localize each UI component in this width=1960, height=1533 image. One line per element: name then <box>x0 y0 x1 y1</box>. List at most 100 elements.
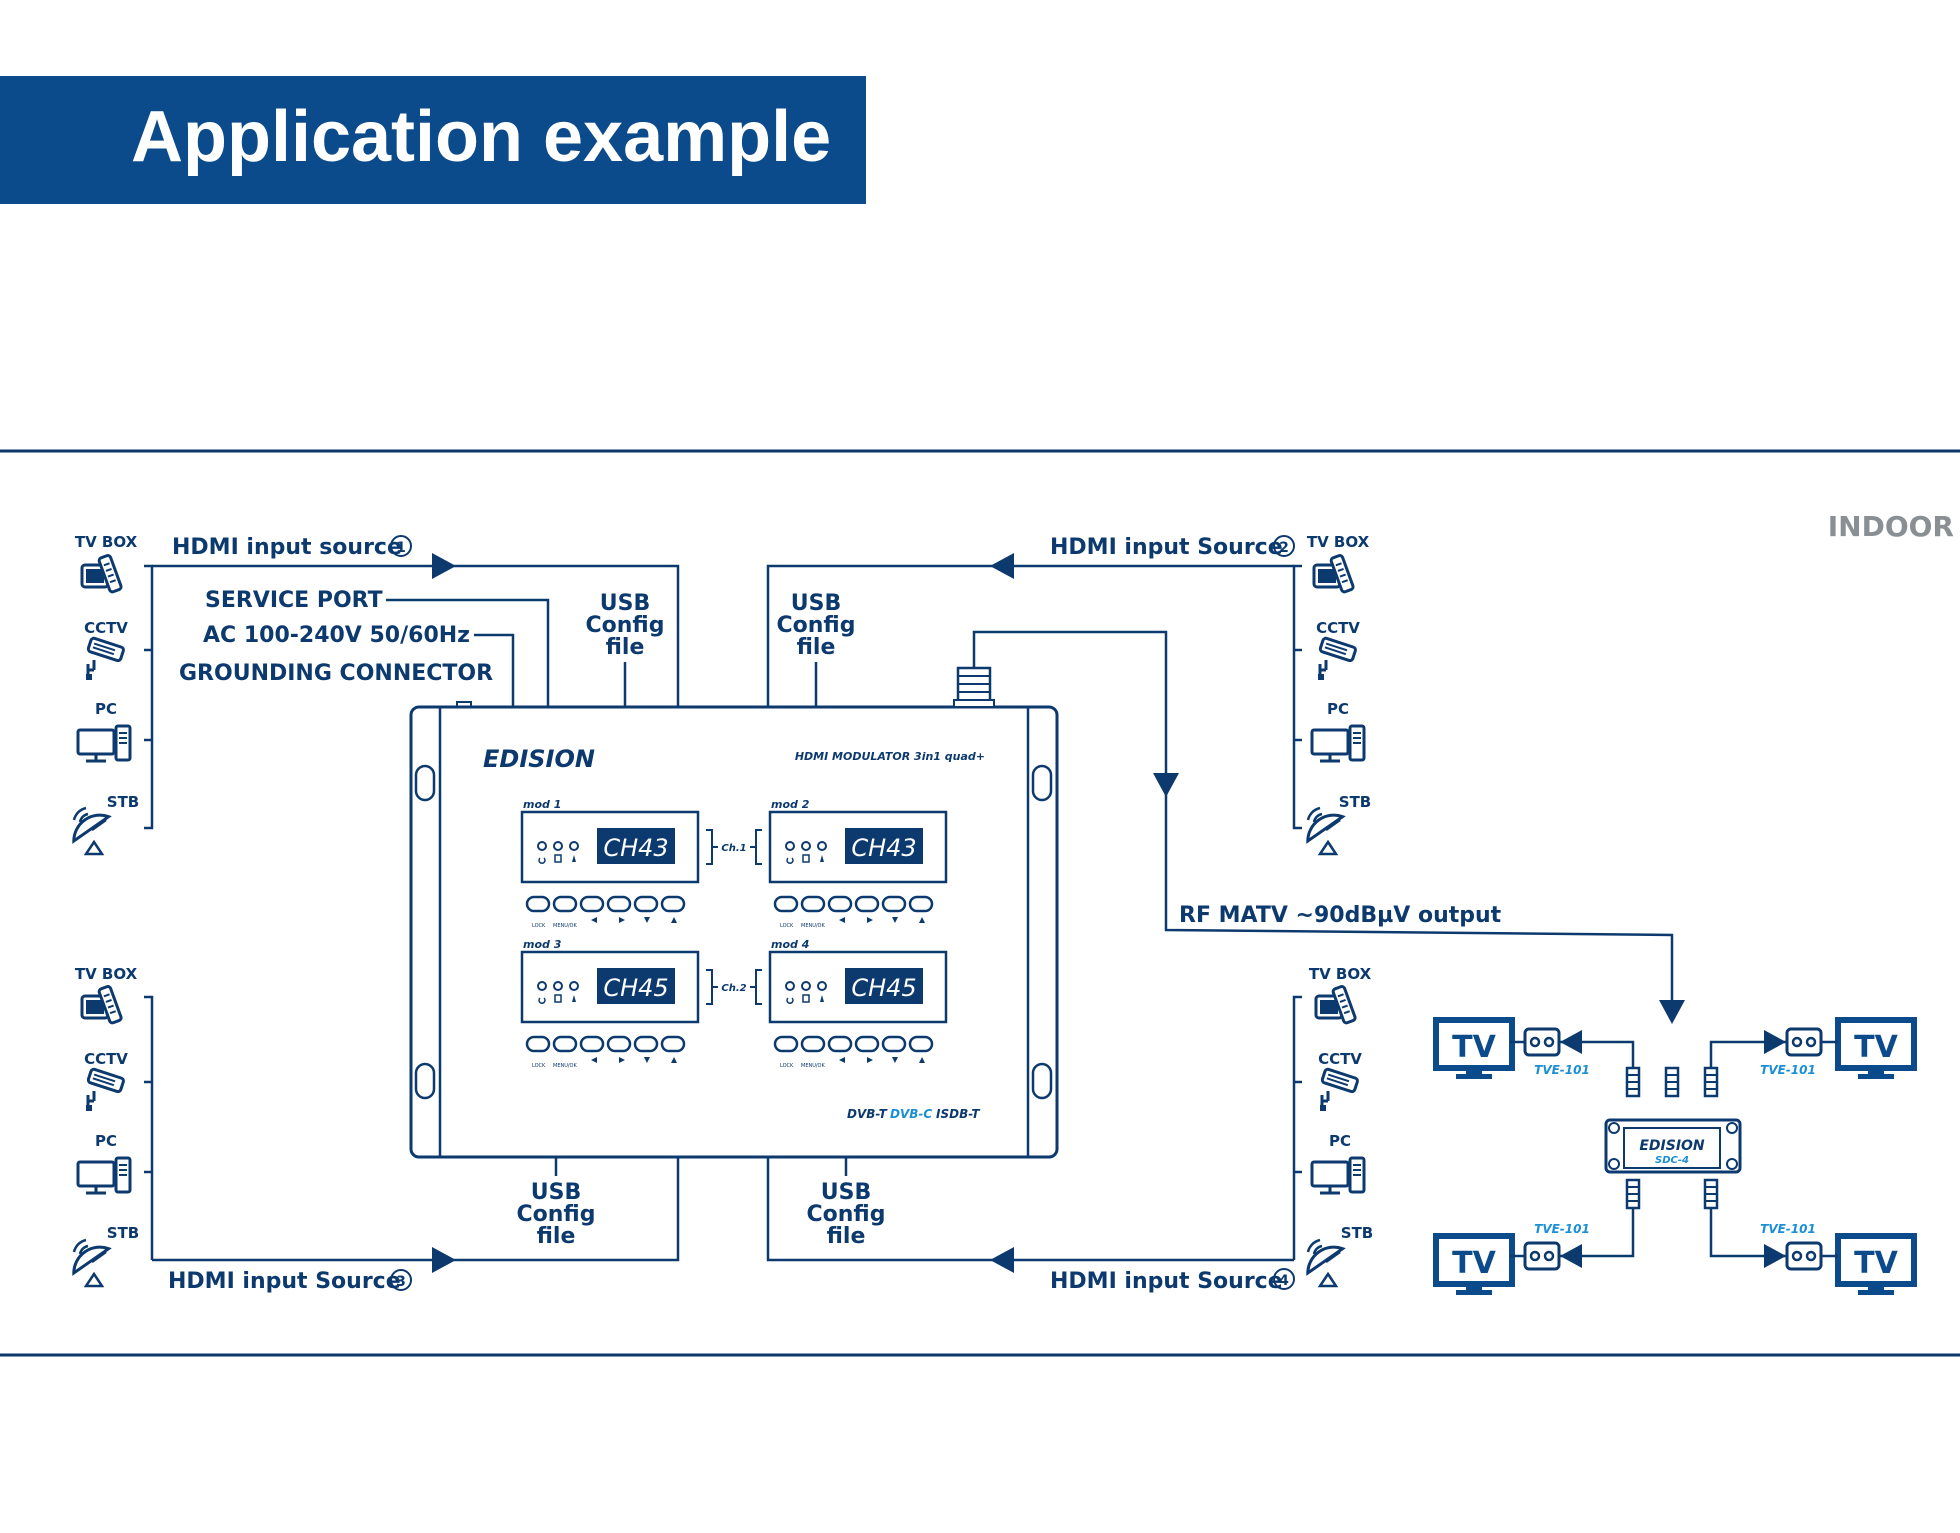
pc-label: PC <box>1329 1132 1351 1150</box>
page-title: Application example <box>131 97 832 177</box>
arrow-source-1 <box>432 553 456 579</box>
btn-menu-label: MENU/OK <box>553 923 577 929</box>
usb-label-line1: USB <box>531 1180 581 1205</box>
isdbt-logo: ISDB-T <box>936 1107 980 1121</box>
tv-outlet-top-left: TV TVE-101 <box>1436 1020 1600 1079</box>
tvbox-label: TV BOX <box>1309 965 1372 983</box>
source-4-badge <box>1273 1268 1295 1290</box>
indoor-label: INDOOR <box>1828 510 1954 543</box>
tv-outlet-bottom-left: TV TVE-101 <box>1436 1222 1600 1295</box>
device-group-source-1: TV BOX CCTV PC STB <box>71 533 154 856</box>
rf-arrow-down <box>1153 773 1179 797</box>
dvbt-logo: DVB-T <box>847 1107 888 1121</box>
cctv-label: CCTV <box>1318 1050 1362 1068</box>
tvbox-icon <box>80 553 124 595</box>
rf-connector <box>956 666 992 706</box>
arrow-to-tv <box>1560 1030 1582 1054</box>
mod-4-label: mod 4 <box>771 938 809 951</box>
ch2-label: Ch.2 <box>721 983 746 994</box>
title-banner: Application example <box>0 76 866 204</box>
cctv-icon <box>84 636 126 682</box>
stb-icon <box>71 1238 111 1288</box>
splitter-brand: EDISION <box>1639 1138 1705 1154</box>
outlet-label: TVE-101 <box>1534 1222 1590 1236</box>
usb-label-line1: USB <box>821 1180 871 1205</box>
mod-3-display <box>597 968 675 1004</box>
mod-1-display <box>597 828 675 864</box>
tvbox-label: TV BOX <box>1307 533 1370 551</box>
cctv-label: CCTV <box>84 1050 128 1068</box>
usb-label-line1: USB <box>600 591 650 616</box>
mod-2-display <box>845 828 923 864</box>
tvbox-icon <box>1314 984 1358 1026</box>
tv-label: TV <box>1452 1246 1496 1281</box>
pc-icon <box>1310 1156 1366 1195</box>
arrow-to-tv <box>1560 1244 1582 1268</box>
ac-power-label: AC 100-240V 50/60Hz <box>203 623 470 648</box>
mod-2-label: mod 2 <box>771 798 810 811</box>
tvbox-icon <box>80 984 124 1026</box>
source-2-line <box>766 564 1294 707</box>
btn-menu-label: MENU/OK <box>801 923 825 929</box>
mod-4-display-text: CH45 <box>851 974 916 1002</box>
usb-label-line3: file <box>606 635 645 660</box>
arrow-source-3 <box>432 1247 456 1273</box>
service-port-label: SERVICE PORT <box>205 588 383 613</box>
mount-slot <box>414 764 436 802</box>
stb-icon <box>1305 806 1345 856</box>
dvbc-logo: DVB-C <box>890 1107 932 1121</box>
ch1-label: Ch.1 <box>721 843 746 854</box>
pc-label: PC <box>95 1132 117 1150</box>
usb-config-bottom-left: USB Config file <box>517 1157 595 1249</box>
stb-icon <box>1305 1238 1345 1288</box>
usb-label-line2: Config <box>807 1202 886 1227</box>
source-1-badge <box>390 535 412 557</box>
source-2-badge <box>1273 535 1295 557</box>
btn-menu-label: MENU/OK <box>553 1063 577 1069</box>
source-3-line <box>152 1157 680 1262</box>
source-3-label: HDMI input Source <box>168 1269 401 1294</box>
tvbox-label: TV BOX <box>75 533 138 551</box>
mount-slot <box>1031 764 1053 802</box>
port-labels: SERVICE PORT AC 100-240V 50/60Hz GROUNDI… <box>179 588 550 711</box>
outlet-label: TVE-101 <box>1534 1063 1590 1077</box>
outlet-icon <box>1785 1027 1823 1057</box>
stb-label: STB <box>1341 1224 1373 1242</box>
cctv-icon <box>1316 636 1358 682</box>
rf-output-label: RF MATV ~90dBµV output <box>1179 903 1502 928</box>
arrow-source-2 <box>990 553 1014 579</box>
usb-label-line1: USB <box>791 591 841 616</box>
tv-label: TV <box>1854 1246 1898 1281</box>
tv-outlet-top-right: TV TVE-101 <box>1744 1020 1914 1079</box>
stb-label: STB <box>107 1224 139 1242</box>
usb-label-line3: file <box>827 1224 866 1249</box>
arrow-to-tv <box>1764 1244 1786 1268</box>
btn-lock-label: LOCK <box>780 1063 794 1069</box>
source-4-number: 4 <box>1279 1273 1289 1289</box>
source-4-line <box>766 1157 1294 1262</box>
arrow-source-4 <box>990 1247 1014 1273</box>
source-1-number: 1 <box>396 540 406 556</box>
arrow-to-tv <box>1764 1030 1786 1054</box>
device-group-source-2: TV BOX CCTV PC STB <box>1292 533 1371 856</box>
mod-2-display-text: CH43 <box>851 834 916 862</box>
device-group-source-3: TV BOX CCTV PC STB <box>71 965 154 1288</box>
usb-label-line2: Config <box>586 613 665 638</box>
source-2-number: 2 <box>1279 540 1289 556</box>
splitter-port <box>1703 1066 1719 1098</box>
pc-icon <box>76 1156 132 1195</box>
modulator-model: HDMI MODULATOR 3in1 quad+ <box>795 750 985 763</box>
source-1-line <box>152 564 680 707</box>
btn-lock-label: LOCK <box>532 923 546 929</box>
tvbox-label: TV BOX <box>75 965 138 983</box>
usb-label-line3: file <box>797 635 836 660</box>
outlet-label: TVE-101 <box>1760 1063 1816 1077</box>
source-4-label: HDMI input Source <box>1050 1269 1283 1294</box>
stb-icon <box>71 806 111 856</box>
usb-config-bottom-right: USB Config file <box>807 1157 886 1249</box>
pc-icon <box>76 724 132 763</box>
mod-1-label: mod 1 <box>523 798 561 811</box>
splitter-lines <box>1600 1040 1744 1258</box>
cctv-icon <box>84 1067 126 1113</box>
usb-label-line2: Config <box>777 613 856 638</box>
